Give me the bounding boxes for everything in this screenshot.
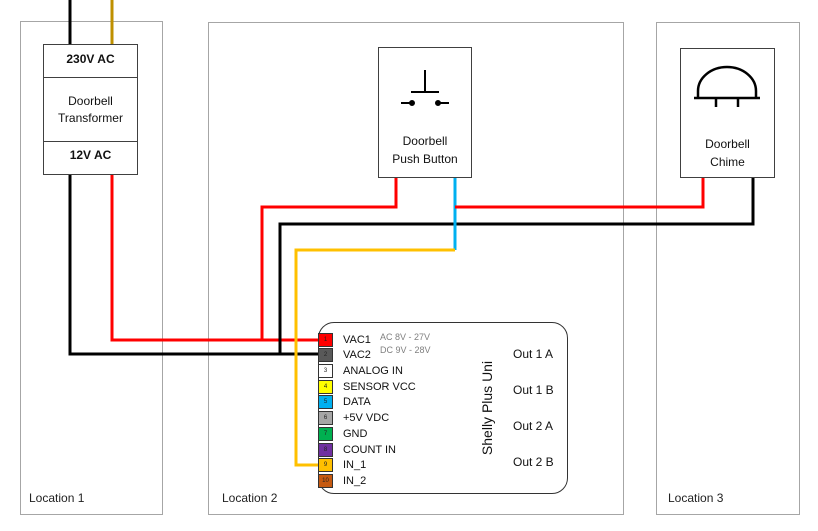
pin-4-terminal: 4 [318,379,333,394]
shelly-pin-4: 4 SENSOR VCC [318,379,416,394]
pin-10-label: IN_2 [343,474,367,487]
pin-9-terminal: 9 [318,457,333,472]
shelly-pin-1: 1 VAC1 [318,332,371,347]
yellow-wire-in1 [294,248,455,467]
shelly-pin-9: 9 IN_1 [318,457,366,472]
shelly-device-name: Shelly Plus Uni [479,360,495,456]
doorbell-push-button [378,47,472,178]
pin-10-terminal: 10 [318,473,333,488]
pin-8-label: COUNT IN [343,443,396,456]
pin-5-label: DATA [343,395,371,408]
red-wire-chime [455,177,705,209]
location-3-label: Location 3 [668,491,724,505]
black-wire-chime [278,177,755,354]
pin-6-terminal: 6 [318,410,333,425]
shelly-plus-uni [318,322,568,494]
pin-9-label: IN_1 [343,458,367,471]
push-button-name-line1: Doorbell [402,134,448,148]
pin-7-terminal: 7 [318,426,333,441]
pin-8-terminal: 8 [318,442,333,457]
location-2-area [208,22,624,515]
pin-6-label: +5V VDC [343,411,390,424]
shelly-pin-7: 7 GND [318,426,367,441]
black-wire-vac2 [68,174,318,356]
transformer-name-line1: Doorbell [68,94,113,108]
shelly-pin-10: 10 IN_2 [318,473,366,488]
doorbell-transformer [43,44,138,175]
location-1-label: Location 1 [29,491,85,505]
shelly-supply-dc: DC 9V - 28V [380,345,431,355]
shelly-pin-2: 2 VAC2 [318,347,371,362]
shelly-out-1b: Out 1 B [513,383,554,397]
shelly-pin-5: 5 DATA [318,394,371,409]
chime-name-line2: Chime [710,155,745,169]
pin-3-terminal: 3 [318,363,333,378]
shelly-supply-ac: AC 8V - 27V [380,332,431,342]
location-1-area [20,21,163,515]
shelly-out-2a: Out 2 A [513,419,554,433]
pin-2-terminal: 2 [318,347,333,362]
shelly-pin-3: 3 ANALOG IN [318,363,403,378]
pin-4-label: SENSOR VCC [343,380,416,393]
pin-3-label: ANALOG IN [343,364,403,377]
transformer-output-label: 12V AC [69,148,112,162]
shelly-out-1a: Out 1 A [513,347,554,361]
location-3-area [656,22,800,515]
transformer-input-label: 230V AC [66,52,115,66]
red-wire-vac1 [110,174,318,342]
push-button-symbol [401,70,449,106]
chime-name-line1: Doorbell [705,137,750,151]
shelly-pin-8: 8 COUNT IN [318,442,396,457]
red-wire-push-button [260,177,398,340]
pin-5-terminal: 5 [318,394,333,409]
pin-7-label: GND [343,427,368,440]
push-button-name-line2: Push Button [392,152,458,166]
doorbell-chime [680,48,775,178]
transformer-name-line2: Transformer [58,111,123,125]
shelly-out-2b: Out 2 B [513,455,554,469]
pin-2-label: VAC2 [343,348,371,361]
location-2-label: Location 2 [222,491,278,505]
pin-1-label: VAC1 [343,333,371,346]
shelly-pin-6: 6 +5V VDC [318,410,389,425]
bell-symbol [694,65,760,107]
pin-1-terminal: 1 [318,332,333,347]
